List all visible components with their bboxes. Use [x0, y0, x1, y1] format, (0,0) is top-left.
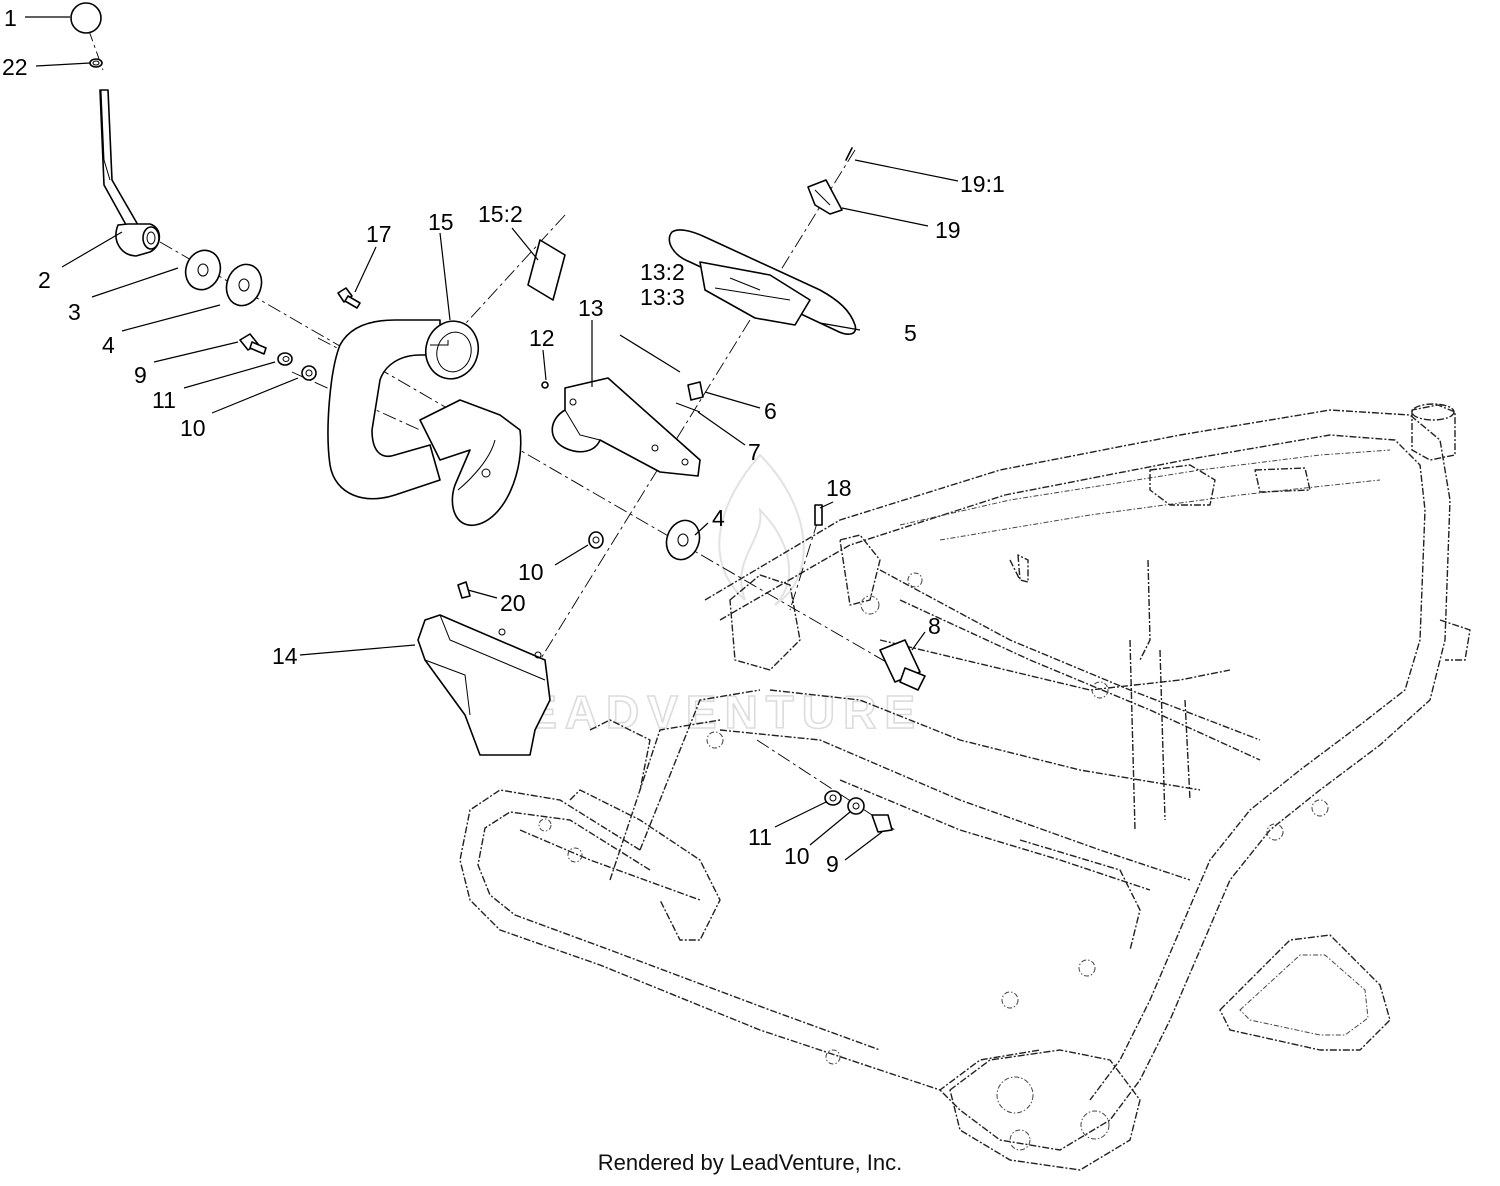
- part-screw-12: [541, 381, 549, 389]
- part-knob: [70, 2, 102, 34]
- callout-3: 3: [68, 299, 81, 325]
- part-bolt-9-lower: [871, 814, 893, 833]
- callout-11: 11: [152, 387, 176, 413]
- callout-7: 7: [748, 439, 761, 465]
- callout-5: 5: [904, 320, 917, 346]
- part-shift-lever: [99, 89, 161, 257]
- callout-20: 20: [500, 590, 526, 616]
- callout-19-1: 19:1: [960, 171, 1005, 197]
- callout-22: 22: [2, 54, 28, 80]
- callout-15: 15: [428, 209, 454, 235]
- part-ring-clip: [89, 58, 103, 68]
- callout-17: 17: [366, 221, 392, 247]
- callout-4: 4: [102, 332, 115, 358]
- callout-2: 2: [38, 267, 51, 293]
- part-clip-20: [457, 581, 471, 599]
- part-washer-10-lower: [588, 531, 604, 549]
- callout-labels: 1 22 2 3 4 9 11 10 17 15 15:2 12 13 13:2…: [2, 5, 1005, 877]
- part-ring-15: [424, 320, 480, 380]
- part-bolt-9: [239, 333, 267, 355]
- callout-13-3: 13:3: [640, 284, 685, 310]
- part-steering-wheel: [668, 229, 857, 335]
- part-bolt-8: [879, 639, 926, 691]
- callout-10: 10: [180, 415, 206, 441]
- callout-13-2: 13:2: [640, 259, 685, 285]
- part-nut-11: [277, 352, 293, 366]
- part-pin-18: [814, 504, 823, 526]
- chassis-frame: [459, 403, 1471, 1171]
- callout-8: 8: [928, 613, 941, 639]
- callout-13: 13: [578, 295, 604, 321]
- callout-11-lower: 11: [748, 824, 772, 850]
- part-bracket-13: [551, 377, 701, 477]
- callout-12: 12: [529, 325, 555, 351]
- callout-18: 18: [826, 475, 852, 501]
- part-nut-11-lower: [824, 790, 842, 806]
- callout-6: 6: [764, 398, 777, 424]
- callout-4-lower: 4: [712, 505, 725, 531]
- part-pin-6: [687, 381, 704, 401]
- leader-lines: [25, 16, 959, 861]
- part-cap-19: [807, 179, 843, 215]
- callout-19: 19: [935, 217, 961, 243]
- part-washer-4-lower: [665, 519, 701, 561]
- part-steering-support: [327, 319, 522, 526]
- callout-10-lower-rear: 10: [784, 843, 810, 869]
- part-key-7: [675, 402, 701, 413]
- part-cover-14: [417, 614, 551, 756]
- part-decal-15-2: [527, 239, 566, 301]
- callout-10-lower: 10: [518, 559, 544, 585]
- callout-15-2: 15:2: [478, 201, 523, 227]
- callout-14: 14: [272, 643, 298, 669]
- callout-1: 1: [4, 5, 17, 31]
- part-washer-10: [301, 365, 317, 381]
- part-bolt-17: [337, 287, 361, 309]
- callout-9: 9: [134, 362, 147, 388]
- part-washer-4: [225, 263, 263, 307]
- watermark: LEADVENTURE: [489, 453, 923, 739]
- watermark-text: LEADVENTURE: [490, 686, 923, 738]
- part-washer-3: [184, 249, 222, 291]
- callout-9-lower: 9: [826, 851, 839, 877]
- footer-credit: Rendered by LeadVenture, Inc.: [597, 1150, 903, 1175]
- part-pin-19-1: [845, 147, 853, 161]
- part-washer-10-lower-rear: [847, 797, 865, 815]
